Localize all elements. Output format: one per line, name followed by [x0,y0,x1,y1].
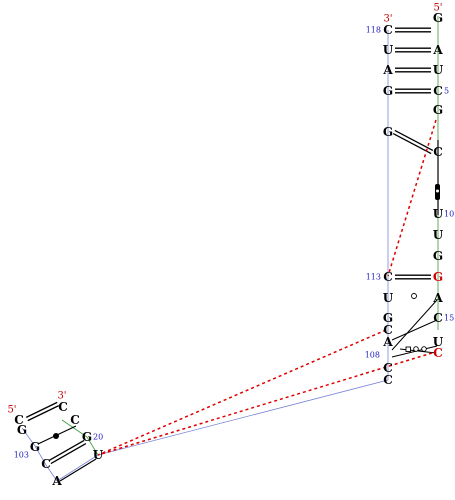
pseudoknot-link [97,352,433,456]
wobble-pair-marker [436,189,439,193]
nucleotide: G [30,440,40,454]
pseudoknot-link [97,329,387,456]
base-pair-line [391,319,438,341]
nucleotide: A [382,335,393,349]
nucleotide: C [383,270,393,284]
nucleotide: U [433,335,444,349]
nucleotide: C [383,23,393,37]
noncanonical-pair-marker [405,346,411,352]
nucleotide: C [433,311,443,325]
nucleotide: U [433,63,444,77]
nucleotide: G [383,125,393,139]
pair-markers [53,184,440,439]
nucleotide: C [41,457,51,471]
nucleotide: A [382,63,393,77]
nucleotide: G [433,103,443,117]
nucleotide: U [93,448,104,462]
structure-lines [21,16,439,482]
backbone-line [21,427,58,482]
base-pair-line [27,405,60,422]
nucleotide: G [383,84,393,98]
nucleotide: A [51,474,62,488]
nucleotide: U [433,228,444,242]
nucleotide: C [70,413,80,427]
nucleotide: C [383,361,393,375]
position-number: 118 [366,26,381,35]
base-pair-line [59,458,97,482]
noncanonical-pair-marker [421,346,427,352]
noncanonical-pair-marker [411,293,417,299]
noncanonical-pair-marker [413,346,419,352]
nucleotide: C [58,400,68,414]
nucleotide: C [383,323,393,337]
nucleotide: C [433,346,443,360]
five-prime-end-label: 5' [7,405,16,416]
base-pair-line [48,439,85,462]
nucleotide: C [433,84,443,98]
nucleotide: C [383,373,393,387]
wobble-pair-marker [53,433,59,439]
backbone-line [86,436,99,456]
nucleotide: C [433,145,443,159]
nucleotide: G [433,270,443,284]
position-number: 108 [365,351,380,360]
nucleotide: G [17,423,27,437]
base-pair-line [25,401,58,418]
base-pair-line [391,345,438,358]
base-pair-line [394,129,434,151]
base-pair-line [391,299,438,351]
three-prime-end-label: 3' [57,391,66,402]
nucleotide: C [14,413,24,427]
nucleotide-labels: 5'3'CUAGGCUGCACCGAUCGCUUGGACUC1185101131… [7,3,454,489]
nucleotide: U [433,207,444,221]
position-number: 113 [366,273,381,282]
nucleotide: G [383,311,393,325]
nucleotide: G [433,11,443,25]
nucleotide: G [433,249,443,263]
backbone-line [56,454,99,482]
position-number: 20 [93,433,103,442]
position-number: 103 [14,451,29,460]
three-prime-end-label: 3' [383,14,392,25]
position-number: 15 [444,314,454,323]
nucleotide: U [383,291,394,305]
nucleotide: A [432,291,443,305]
nucleotide: A [432,43,443,57]
base-pair-line [50,442,87,465]
five-prime-end-label: 5' [433,3,442,14]
nucleotide: G [82,430,92,444]
position-number: 5 [444,87,449,96]
nucleotide: U [383,43,394,57]
backbone-line [61,419,88,438]
base-pair-line [392,133,432,155]
position-number: 10 [444,210,454,219]
backbone-line [97,379,389,456]
